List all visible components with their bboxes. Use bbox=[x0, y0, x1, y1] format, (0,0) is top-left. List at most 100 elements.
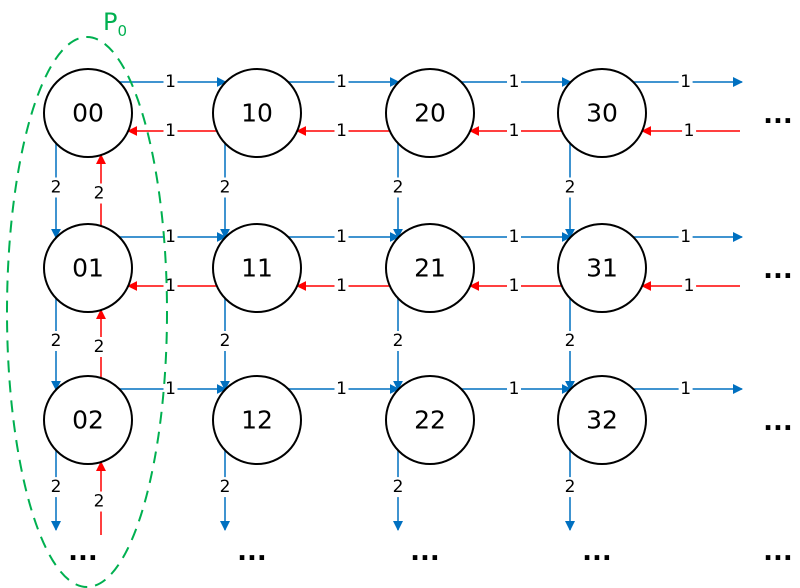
edge-weight-label: 1 bbox=[509, 379, 520, 399]
node-20: 20 bbox=[385, 68, 475, 158]
node-32: 32 bbox=[557, 375, 647, 465]
edge-weight-label: 2 bbox=[51, 331, 62, 351]
edge-weight-label: 1 bbox=[165, 72, 176, 92]
edge-weight-label-bg bbox=[163, 121, 178, 141]
node-circle bbox=[385, 223, 475, 313]
edge-weight-label: 1 bbox=[336, 227, 347, 247]
edge-weight-label-bg bbox=[507, 227, 521, 247]
edge-weight-label: 2 bbox=[565, 178, 576, 198]
node-label: 20 bbox=[414, 99, 446, 128]
edge-weight-label: 2 bbox=[51, 477, 62, 497]
edge-weight-label-bg bbox=[334, 121, 349, 141]
node-label: 02 bbox=[72, 406, 104, 435]
node-label: 10 bbox=[241, 99, 273, 128]
edge-weight-label-bg bbox=[507, 276, 521, 296]
edge-weight-label: 2 bbox=[94, 492, 105, 512]
edge-weight-label-bg bbox=[334, 72, 349, 92]
edge-weight-label-bg bbox=[334, 276, 349, 296]
edge-weight-label-bg bbox=[218, 177, 232, 198]
node-circle bbox=[385, 68, 475, 158]
edge-weight-label-bg bbox=[218, 477, 232, 498]
node-label: 12 bbox=[241, 406, 273, 435]
node-02: 02 bbox=[43, 375, 133, 465]
edge-weight-label-bg bbox=[391, 331, 405, 351]
edge-weight-label-bg bbox=[391, 477, 405, 498]
node-10: 10 bbox=[212, 68, 302, 158]
continuation-dots: ... bbox=[582, 537, 612, 567]
node-00: 00 bbox=[43, 68, 133, 158]
edge-weight-label: 1 bbox=[165, 227, 176, 247]
edge-weight-label: 1 bbox=[336, 379, 347, 399]
edge-weight-label: 1 bbox=[165, 121, 176, 141]
edge-weight-label-bg bbox=[334, 227, 349, 247]
edge-weight-label: 1 bbox=[336, 276, 347, 296]
edge-weight-label-bg bbox=[507, 72, 521, 92]
edge-weight-label: 2 bbox=[393, 477, 404, 497]
partition-ellipse bbox=[6, 36, 168, 588]
node-label: 00 bbox=[72, 99, 104, 128]
continuation-dots: ... bbox=[68, 537, 98, 567]
edge-weight-label: 2 bbox=[94, 184, 105, 204]
edge-weight-label-bg bbox=[678, 227, 693, 247]
node-circle bbox=[212, 223, 302, 313]
continuation-dots: ... bbox=[410, 537, 440, 567]
edge-weight-label-bg bbox=[334, 379, 349, 399]
edge-weight-label: 1 bbox=[680, 72, 691, 92]
edge-weight-label: 1 bbox=[336, 121, 347, 141]
edge-weight-label: 2 bbox=[393, 331, 404, 351]
partition-p0: P0 bbox=[6, 8, 168, 588]
node-label: 31 bbox=[586, 254, 618, 283]
node-label: 11 bbox=[241, 254, 273, 283]
edge-weight-label: 1 bbox=[336, 72, 347, 92]
edge-weight-label: 2 bbox=[565, 331, 576, 351]
edge-weight-label: 1 bbox=[165, 379, 176, 399]
edge-weight-label-bg bbox=[163, 379, 178, 399]
edge-weight-label: 2 bbox=[565, 477, 576, 497]
edge-weight-label-bg bbox=[678, 72, 693, 92]
node-circle bbox=[212, 375, 302, 465]
node-circle bbox=[43, 375, 133, 465]
edge-weight-label-bg bbox=[507, 121, 521, 141]
edge-weight-label: 2 bbox=[51, 178, 62, 198]
edge-weight-label-bg bbox=[92, 491, 106, 512]
node-30: 30 bbox=[557, 68, 647, 158]
node-circle bbox=[385, 375, 475, 465]
node-circle bbox=[212, 68, 302, 158]
edge-weight-label: 1 bbox=[165, 276, 176, 296]
edge-weight-label-bg bbox=[563, 331, 577, 351]
edge-weight-label: 1 bbox=[684, 276, 695, 296]
edge-weight-label: 2 bbox=[94, 337, 105, 357]
continuation-dots: ... bbox=[763, 407, 793, 437]
node-circle bbox=[43, 223, 133, 313]
edge-weight-label: 2 bbox=[393, 178, 404, 198]
edge-weight-label-bg bbox=[49, 331, 63, 351]
continuation-dots: ... bbox=[763, 537, 793, 567]
edge-weight-label-bg bbox=[507, 379, 521, 399]
edge-weight-label-bg bbox=[391, 177, 405, 198]
node-label: 30 bbox=[586, 99, 618, 128]
edge-weight-label-bg bbox=[563, 177, 577, 198]
edge-weight-label-bg bbox=[92, 337, 106, 357]
node-circle bbox=[557, 375, 647, 465]
continuation-dots: ........................ bbox=[68, 100, 793, 567]
node-circle bbox=[557, 68, 647, 158]
edge-weight-label: 2 bbox=[220, 178, 231, 198]
edge-weight-label: 1 bbox=[684, 121, 695, 141]
node-22: 22 bbox=[385, 375, 475, 465]
edge-weight-label-bg bbox=[163, 227, 178, 247]
edge-weight-label-bg bbox=[92, 183, 106, 204]
node-01: 01 bbox=[43, 223, 133, 313]
node-12: 12 bbox=[212, 375, 302, 465]
node-11: 11 bbox=[212, 223, 302, 313]
node-circle bbox=[43, 68, 133, 158]
node-label: 21 bbox=[414, 254, 446, 283]
continuation-dots: ... bbox=[763, 255, 793, 285]
node-label: 01 bbox=[72, 254, 104, 283]
edge-weight-label: 1 bbox=[509, 276, 520, 296]
edge-weight-label-bg bbox=[218, 331, 232, 351]
edge-weight-label: 1 bbox=[680, 379, 691, 399]
edge-weight-label-bg bbox=[563, 477, 577, 498]
